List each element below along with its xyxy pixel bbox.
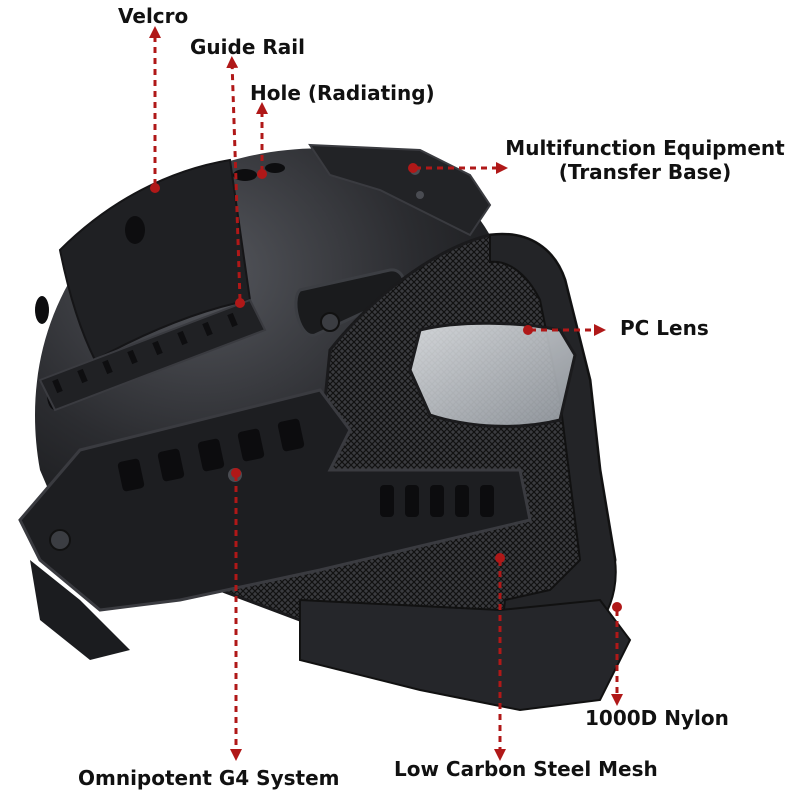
g4-rail-system (18, 388, 532, 612)
callout-multifunction-line2: (Transfer Base) (558, 160, 732, 184)
callout-hole-radiating: Hole (Radiating) (250, 81, 435, 105)
transfer-base (308, 143, 492, 237)
callout-low-carbon-steel-mesh: Low Carbon Steel Mesh (394, 757, 658, 781)
annotation-arrows (149, 26, 623, 761)
callout-guide-rail: Guide Rail (190, 35, 305, 59)
callout-multifunction-line1: Multifunction Equipment (505, 136, 785, 160)
helmet-rear-brim (30, 560, 130, 660)
velcro-patch (58, 158, 252, 362)
callout-1000d-nylon: 1000D Nylon (585, 706, 729, 730)
callout-pc-lens: PC Lens (620, 316, 709, 340)
chin-nylon (299, 598, 632, 712)
pc-lens (408, 321, 577, 428)
callout-velcro: Velcro (118, 4, 189, 28)
guide-rail (38, 298, 267, 412)
callout-omnipotent-g4-system: Omnipotent G4 System (78, 766, 340, 790)
guide-rail-arrow (226, 56, 242, 301)
callout-multifunction-equipment: Multifunction Equipment (Transfer Base) (492, 136, 798, 184)
